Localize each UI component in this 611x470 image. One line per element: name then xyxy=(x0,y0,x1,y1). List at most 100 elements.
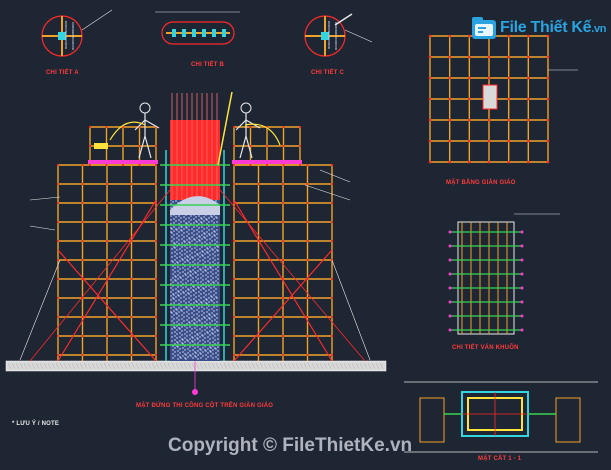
concrete-speck xyxy=(205,266,207,268)
concrete-speck xyxy=(199,256,201,258)
ground-hatch xyxy=(295,362,300,370)
ground-hatch xyxy=(11,362,16,370)
concrete-speck xyxy=(179,260,181,262)
concrete-speck xyxy=(181,230,183,232)
left-scaffold-coupler xyxy=(56,163,60,167)
concrete-speck xyxy=(199,352,201,354)
concrete-speck xyxy=(184,253,186,255)
worker-left-arm xyxy=(134,119,146,131)
formwork-tie xyxy=(448,272,452,276)
formwork-tie xyxy=(520,328,524,332)
right-scaffold-coupler xyxy=(330,220,334,224)
concrete-speck xyxy=(207,348,209,350)
concrete-speck xyxy=(212,341,214,343)
plan-node xyxy=(428,34,432,38)
plan-node xyxy=(448,76,451,80)
concrete-speck xyxy=(173,314,175,316)
concrete-speck xyxy=(204,317,206,319)
formwork-tie xyxy=(448,258,452,262)
ground-hatch xyxy=(279,362,284,370)
concrete-speck xyxy=(196,321,198,323)
concrete-speck xyxy=(197,254,199,256)
right-brace xyxy=(233,249,333,362)
concrete-speck xyxy=(215,280,217,282)
left-scaffold-coupler xyxy=(130,201,133,205)
detail-a-speck xyxy=(65,29,67,31)
right-scaffold-coupler xyxy=(232,201,236,205)
concrete-speck xyxy=(185,286,187,288)
concrete-speck xyxy=(206,219,208,221)
left-scaffold-coupler xyxy=(130,182,133,186)
concrete-speck xyxy=(176,253,178,255)
detail-c-speck xyxy=(335,40,337,42)
concrete-speck xyxy=(170,307,172,309)
concrete-speck xyxy=(215,292,217,294)
detail-a-speck xyxy=(72,48,74,50)
concrete-speck xyxy=(181,246,183,248)
right-scaffold-coupler xyxy=(257,315,260,319)
ground-hatch xyxy=(27,362,32,370)
concrete-speck xyxy=(212,261,214,263)
ground-hatch xyxy=(323,362,328,370)
detail-a-speck xyxy=(65,47,67,49)
plan-node xyxy=(546,76,550,80)
concrete-speck xyxy=(217,270,219,272)
concrete-speck xyxy=(194,319,196,321)
right-scaffold-coupler xyxy=(257,220,260,224)
concrete-speck xyxy=(195,288,197,290)
concrete-speck xyxy=(204,349,206,351)
right-scaffold-coupler xyxy=(330,182,334,186)
concrete-speck xyxy=(176,237,178,239)
concrete-speck xyxy=(210,287,212,289)
plan-node xyxy=(527,160,530,164)
detail-b-capsule xyxy=(161,21,235,45)
concrete-speck xyxy=(172,269,174,271)
right-upper-scaffold-coupler xyxy=(249,163,252,167)
concrete-speck xyxy=(177,282,179,284)
left-upper-scaffold-coupler xyxy=(138,163,141,167)
concrete-speck xyxy=(176,257,178,259)
plan-node xyxy=(487,118,491,122)
detail-b-bolt xyxy=(172,29,176,37)
concrete-speck xyxy=(217,266,219,268)
right-scaffold-coupler xyxy=(257,353,260,357)
concrete-speck xyxy=(213,230,215,232)
right-scaffold-coupler xyxy=(330,201,334,205)
concrete-speck xyxy=(181,258,183,260)
concrete-speck xyxy=(189,262,191,264)
concrete-speck xyxy=(171,260,173,262)
concrete-speck xyxy=(214,335,216,337)
concrete-speck xyxy=(217,350,219,352)
detail-a-speck xyxy=(65,37,67,39)
ground-hatch xyxy=(287,362,292,370)
right-scaffold-coupler xyxy=(232,258,236,262)
concrete-speck xyxy=(183,216,185,218)
concrete-speck xyxy=(212,349,214,351)
ground-hatch xyxy=(363,362,368,370)
concrete-speck xyxy=(176,249,178,251)
detail-c-speck xyxy=(335,38,337,40)
ground-hatch xyxy=(59,362,64,370)
concrete-speck xyxy=(203,292,205,294)
concrete-speck xyxy=(174,331,176,333)
concrete-speck xyxy=(181,342,183,344)
concrete-speck xyxy=(184,329,186,331)
concrete-speck xyxy=(176,341,178,343)
concrete-speck xyxy=(178,235,180,237)
concrete-speck xyxy=(215,296,217,298)
left-scaffold-coupler xyxy=(56,258,60,262)
detail-a-clamp xyxy=(58,32,66,40)
plan-node xyxy=(448,55,451,59)
concrete-speck xyxy=(189,346,191,348)
left-upper-scaffold-coupler xyxy=(121,144,125,148)
concrete-speck xyxy=(206,239,208,241)
plan-node xyxy=(428,139,432,143)
concrete-speck xyxy=(191,252,193,254)
concrete-speck xyxy=(192,277,194,279)
concrete-speck xyxy=(214,315,216,317)
concrete-speck xyxy=(185,294,187,296)
concrete-speck xyxy=(193,302,195,304)
brand-logo[interactable]: File Thiết Kế.vn xyxy=(470,14,607,44)
left-scaffold-coupler xyxy=(105,182,109,186)
concrete-speck xyxy=(208,281,210,283)
